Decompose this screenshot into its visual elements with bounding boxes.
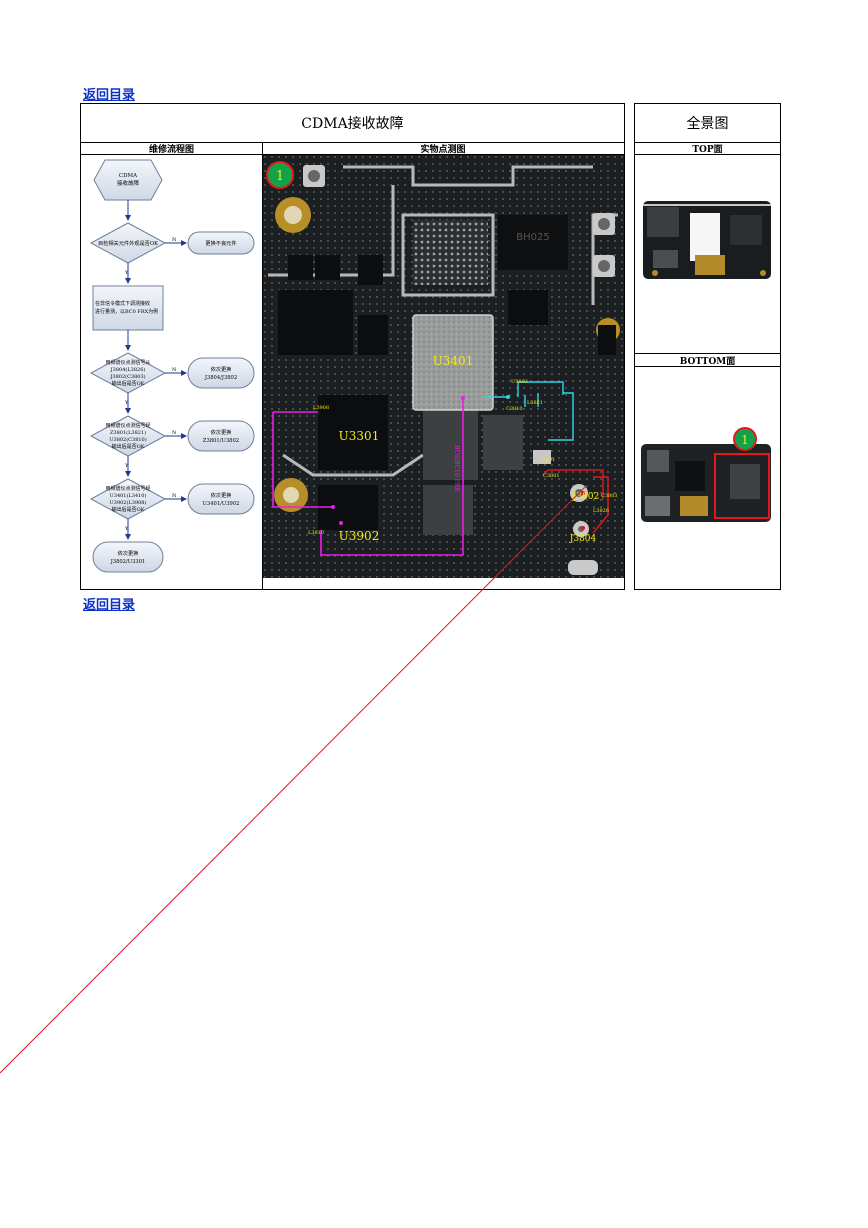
flow-action-1-text: 更换不良元件 [205, 239, 236, 247]
flow-decision-1-text: 目检相关元件外观是否OK [98, 239, 158, 247]
flow-action-4-l2: U3401/U3902 [203, 501, 240, 507]
chip-label-j3804: J3804 [569, 534, 597, 544]
flow-start-line2: 接收故障 [117, 179, 140, 187]
bottom-side-image: 1 [635, 366, 780, 588]
flow-step [92, 285, 164, 331]
chip-label-u3401: U3401 [433, 354, 474, 368]
flow-step-line1: 在非信令模式下调测接收 [95, 300, 150, 307]
flow-end-l1: 依次更换 [118, 549, 140, 557]
bottom-highlight-box [714, 453, 770, 519]
panorama-table: 全景图 TOP面 BOTTOM面 1 [634, 103, 781, 590]
repair-flowchart: CDMA 接收故障 目检相关元件外观是否OK N 更换不良元件 Y 在非信令模式… [81, 155, 262, 589]
top-side-image [635, 155, 780, 353]
bottom-side-header: BOTTOM面 [635, 353, 780, 367]
label-c3810: C3810 [506, 406, 523, 412]
back-to-contents-link-bottom[interactable]: 返回目录 [83, 598, 136, 613]
label-z3801: Z3801 [539, 457, 555, 463]
label-c3801: C3801 [543, 473, 560, 479]
flow-decision-3-l2: Z3801(L3821) [110, 429, 146, 436]
flow-action-2-l1: 依次更换 [211, 365, 233, 373]
flow-action-2-l2: J3804/J3802 [204, 375, 237, 381]
back-to-contents-link-top[interactable]: 返回目录 [83, 88, 136, 103]
label-l3908: L3908 [313, 405, 329, 411]
board-photo: BH025 1 [263, 155, 624, 578]
panorama-marker-icon [733, 427, 757, 451]
flow-decision-4-l3: U3902(L3908) [110, 499, 147, 506]
flow-start-line1: CDMA [119, 173, 138, 179]
label-frx-path: BC0/BC10 FRX [453, 445, 460, 492]
flow-no-3: N [172, 430, 177, 436]
flow-yes-1: Y [124, 270, 129, 276]
flow-yes-2: Y [124, 400, 129, 406]
svg-text:BH025: BH025 [516, 232, 549, 243]
col-header-photo: 实物点测图 [262, 142, 624, 155]
flow-decision-3-l1: 用频谱仪点测信号经 [105, 422, 150, 429]
flow-decision-2-l2: J3804(L3826) [110, 366, 146, 373]
flow-no-1: N [172, 237, 177, 243]
flow-no-2: N [172, 367, 177, 373]
flow-action-3-l2: Z3801/U3802 [203, 438, 239, 444]
u3401-shield [412, 314, 494, 411]
label-u3802: U3802 [511, 379, 528, 385]
flow-start-shape [93, 159, 163, 201]
flow-no-4: N [172, 493, 177, 499]
flow-decision-4-l4: 输出后是否OK [112, 506, 145, 513]
top-side-header: TOP面 [635, 142, 780, 155]
flow-decision-4-l1: 用频谱仪点测信号经 [105, 485, 150, 492]
label-c3803: C3803 [601, 493, 618, 499]
flow-decision-2-l4: 输出后是否OK [112, 380, 145, 387]
marker-1-label: 1 [276, 169, 284, 184]
marker-1-icon [266, 161, 294, 189]
flow-decision-2-l1: 用频谱仪点测信号从 [105, 359, 150, 366]
flow-action-4-l1: 依次更换 [211, 491, 233, 499]
label-l3826: L3826 [593, 508, 609, 514]
flow-end-l2: J3802/U3301 [110, 559, 146, 565]
flow-action-2 [187, 357, 255, 389]
flow-decision-4-l2: U3401(L3410) [110, 492, 147, 499]
flow-step-line2: 进行量测，以BC0 FRX为例 [95, 308, 158, 315]
col-header-flow: 维修流程图 [81, 142, 263, 155]
panorama-marker-label: 1 [741, 433, 749, 447]
flow-decision-3-l3: U3802(C3810) [109, 436, 146, 443]
flow-yes-3: Y [124, 463, 129, 469]
flow-decision-3-l4: 输出后是否OK [112, 443, 145, 450]
label-l3821: L3821 [527, 400, 543, 406]
label-l3810: L3810 [308, 530, 324, 536]
main-table: CDMA接收故障 维修流程图 实物点测图 CDMA 接收故障 目检相关元件外观是… [80, 103, 625, 590]
flow-action-3 [187, 420, 255, 452]
flow-yes-4: Y [124, 526, 129, 532]
flow-end [92, 541, 164, 573]
chip-label-j3802: J3802 [572, 492, 600, 502]
chip-label-u3902: U3902 [339, 529, 380, 543]
flow-action-1 [187, 231, 255, 255]
panorama-title: 全景图 [635, 104, 780, 143]
table-title: CDMA接收故障 [81, 104, 624, 143]
flow-action-4 [187, 483, 255, 515]
flow-action-3-l1: 依次更换 [211, 428, 233, 436]
flow-decision-2-l3: J3802(C3803) [109, 373, 145, 380]
chip-label-u3301: U3301 [339, 429, 380, 443]
column-divider [262, 154, 263, 589]
